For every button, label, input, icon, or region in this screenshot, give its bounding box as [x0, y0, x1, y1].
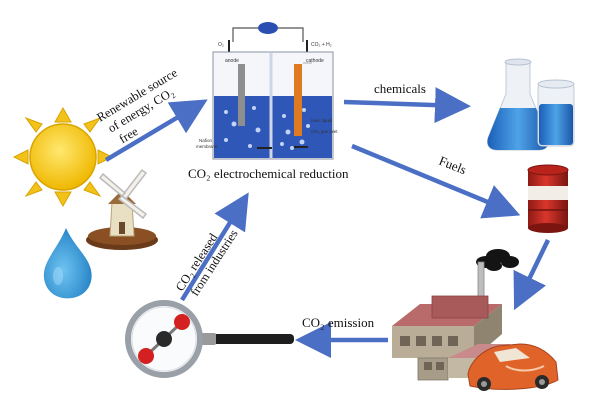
magnifier-icon: [125, 300, 294, 378]
co2-molecule-icon: [138, 314, 190, 364]
emission-label: CO₂ emission: [302, 315, 375, 330]
co2-h2-outlet-label: CO₂ + H₂: [311, 42, 332, 48]
cathode-label: cathode: [306, 58, 324, 64]
flow-arrows: [104, 87, 551, 358]
arrow-renewable-to-cell: [104, 99, 208, 162]
anode-label: anode: [225, 58, 239, 64]
arrow-cell-to-chemicals: [343, 87, 471, 124]
power-source: [258, 22, 278, 34]
fuels-label: Fuels: [437, 153, 469, 177]
car-icon: [467, 343, 559, 391]
anode-electrode: [238, 64, 245, 126]
co2-gas-inlet-label: CO₂ gas inlet: [311, 129, 338, 134]
electrochemical-cell: O₂ CO₂ + H₂ anode cathode Nafion membran…: [188, 22, 349, 181]
sun-icon: [12, 106, 114, 208]
o2-outlet-label: O₂: [218, 42, 224, 48]
water-drop-icon: [43, 228, 92, 299]
flask-icon: [487, 58, 575, 151]
gas-bubbles: [224, 106, 310, 150]
nafion-label-2: membrane: [196, 144, 218, 149]
oil-barrel-icon: [527, 164, 569, 233]
ionic-liquid-label: Ionic liquid: [311, 118, 333, 123]
cathode-electrode: [294, 64, 302, 136]
cell-caption: CO₂ electrochemical reduction: [188, 166, 349, 181]
arrow-cell-to-fuels: [351, 143, 521, 219]
chemicals-label: chemicals: [374, 81, 426, 96]
windmill-icon: [86, 168, 158, 250]
arrow-barrel-to-factory: [513, 239, 551, 311]
released-label: CO₂ released from industries: [173, 227, 241, 299]
nafion-label-1: Nafion: [199, 138, 213, 143]
electrolyte: [214, 96, 332, 158]
arrow-magnifier-to-cell: [180, 192, 249, 302]
